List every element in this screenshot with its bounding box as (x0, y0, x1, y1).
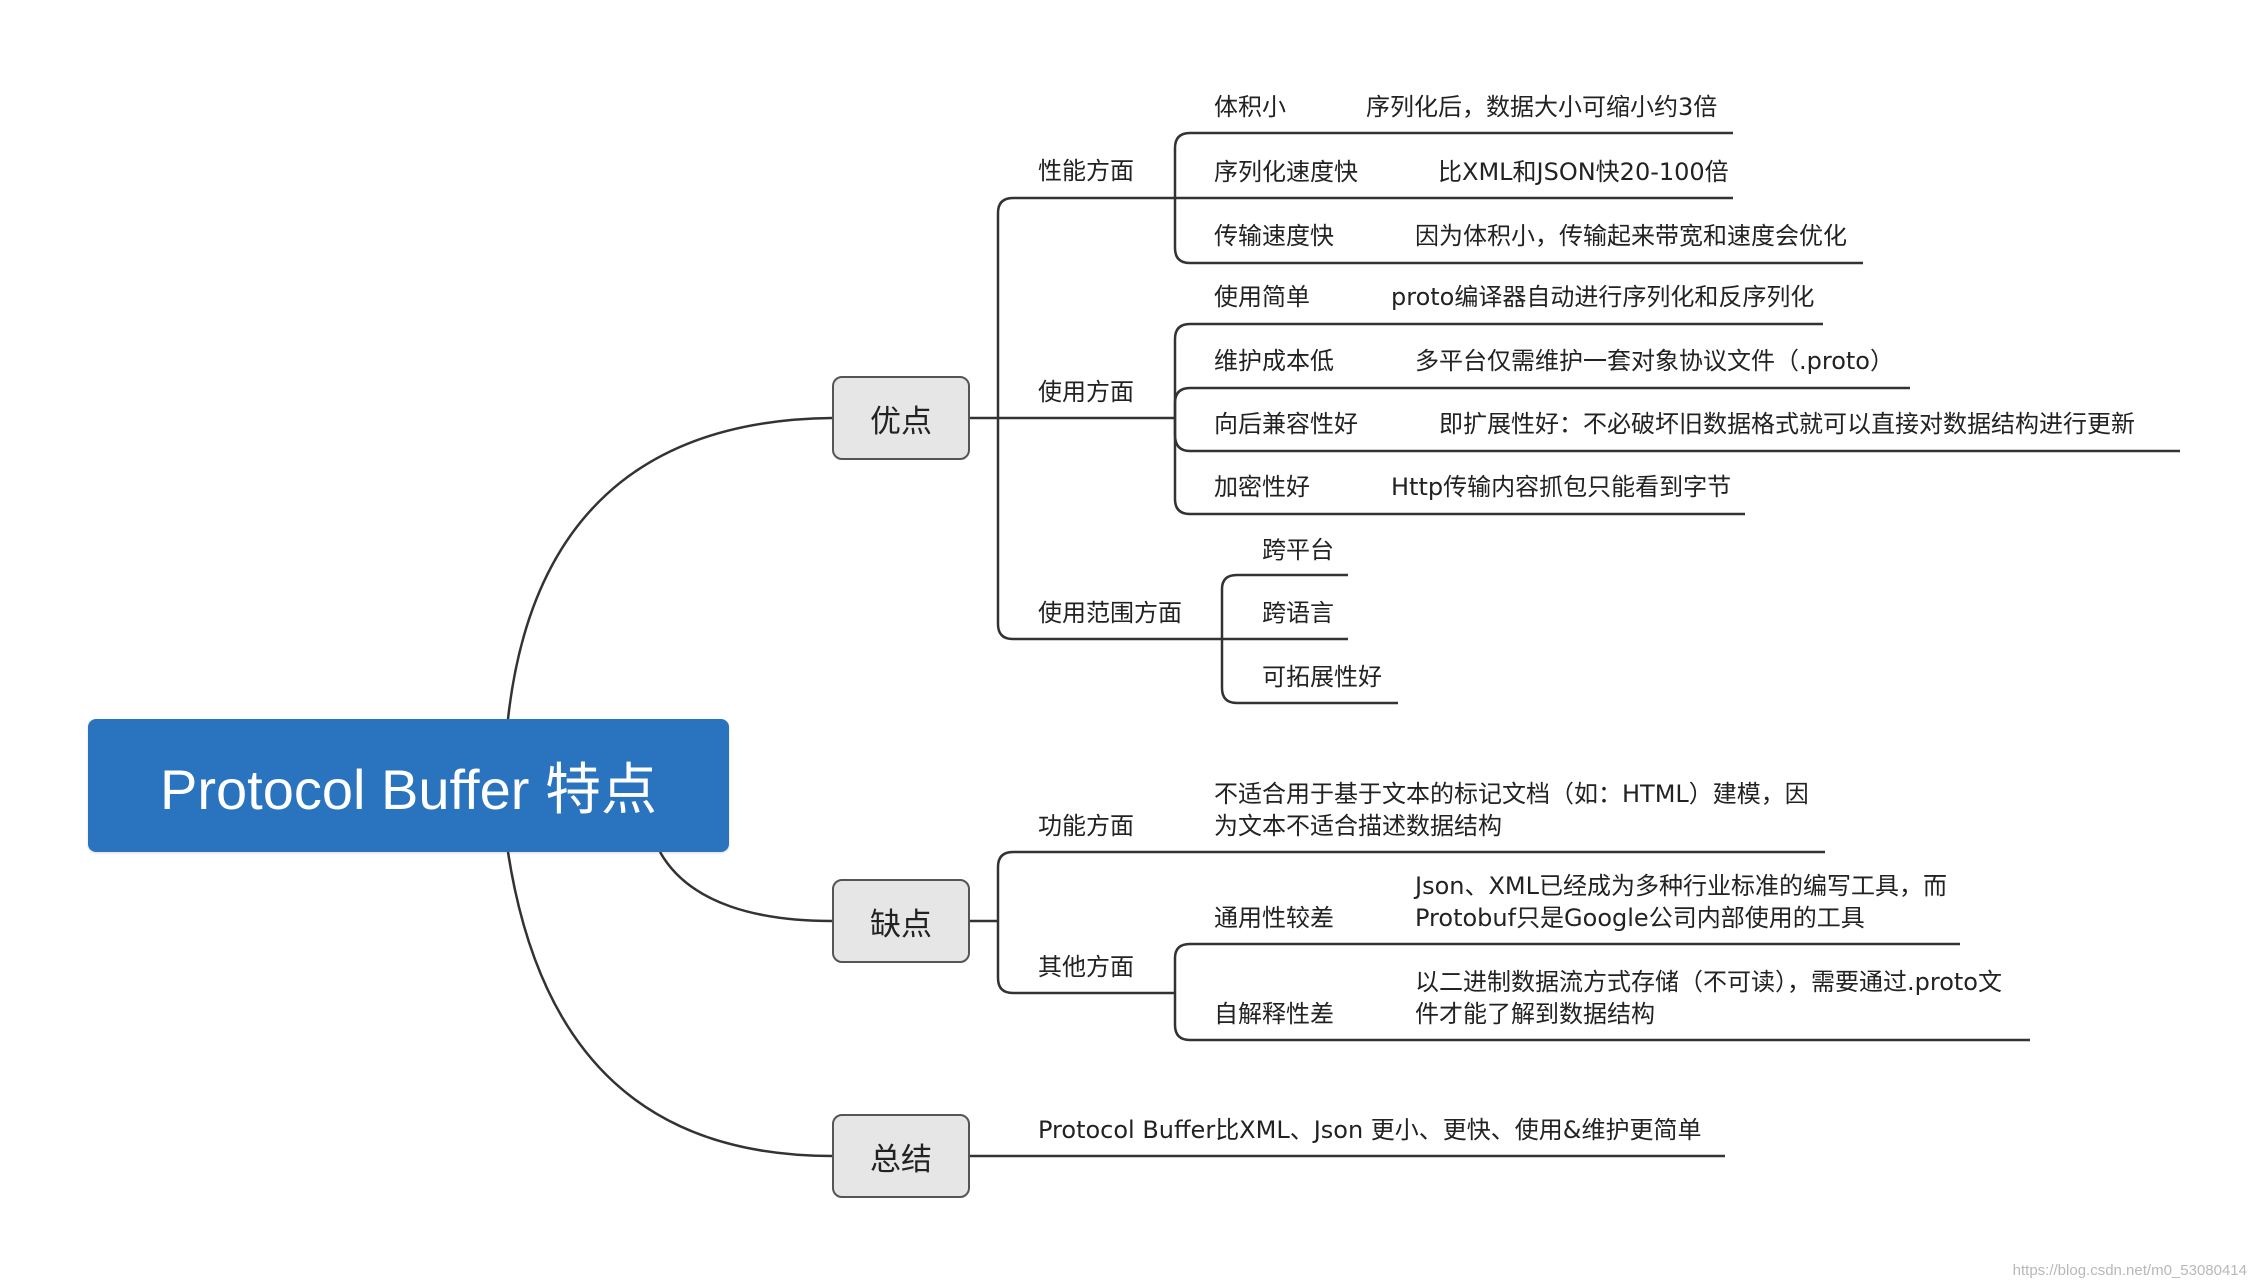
perf-item-label[interactable]: 序列化速度快 (1214, 158, 1358, 186)
connector-scope-3 (1220, 639, 1398, 705)
usage-item-label[interactable]: 向后兼容性好 (1214, 410, 1358, 438)
connector-pros-performance (996, 196, 1175, 418)
usage-topic[interactable]: 使用方面 (1038, 378, 1134, 406)
perf-item-detail[interactable]: 比XML和JSON快20-100倍 (1438, 158, 1729, 186)
cons-node[interactable]: 缺点 (832, 879, 970, 963)
pros-node[interactable]: 优点 (832, 376, 970, 460)
connector-cons-other (996, 921, 1175, 995)
function-detail-line[interactable]: 为文本不适合描述数据结构 (1214, 812, 1502, 840)
root-topic[interactable]: Protocol Buffer 特点 (88, 719, 729, 852)
perf-item-detail[interactable]: 序列化后，数据大小可缩小约3倍 (1366, 93, 1718, 121)
other-item-detail-line[interactable]: Protobuf只是Google公司内部使用的工具 (1415, 904, 1865, 932)
function-topic[interactable]: 功能方面 (1038, 812, 1134, 840)
connector-usage-4 (1173, 418, 1745, 516)
connector-usage-2 (1173, 386, 1910, 418)
usage-item-detail[interactable]: 多平台仅需维护一套对象协议文件（.proto） (1415, 347, 1894, 375)
other-item-detail-line[interactable]: 件才能了解到数据结构 (1415, 1000, 1655, 1028)
connector-cons-function (996, 850, 1825, 921)
other-item-label[interactable]: 自解释性差 (1214, 1000, 1334, 1028)
connector-root-summary (506, 851, 833, 1158)
other-topic[interactable]: 其他方面 (1038, 953, 1134, 981)
other-item-detail-line[interactable]: Json、XML已经成为多种行业标准的编写工具，而 (1415, 872, 1947, 900)
connector-scope-1 (1220, 573, 1348, 639)
connector-perf-1 (1173, 131, 1733, 198)
connector-other-1 (1173, 942, 1960, 993)
function-detail-line[interactable]: 不适合用于基于文本的标记文档（如：HTML）建模，因 (1214, 780, 1809, 808)
usage-item-detail[interactable]: Http传输内容抓包只能看到字节 (1391, 473, 1732, 501)
connector-perf-3 (1173, 198, 1863, 265)
perf-item-label[interactable]: 传输速度快 (1214, 222, 1334, 250)
scope-topic[interactable]: 使用范围方面 (1038, 599, 1182, 627)
performance-topic[interactable]: 性能方面 (1038, 157, 1134, 185)
other-item-detail-line[interactable]: 以二进制数据流方式存储（不可读），需要通过.proto文 (1415, 968, 2002, 996)
watermark: https://blog.csdn.net/m0_53080414 (2012, 1262, 2247, 1279)
connector-usage-1 (1173, 322, 1823, 418)
usage-item-label[interactable]: 维护成本低 (1214, 347, 1334, 375)
summary-node[interactable]: 总结 (832, 1114, 970, 1198)
connector-root-cons (658, 851, 833, 923)
usage-item-label[interactable]: 加密性好 (1214, 473, 1310, 501)
scope-item[interactable]: 跨平台 (1262, 536, 1334, 564)
usage-item-detail[interactable]: proto编译器自动进行序列化和反序列化 (1391, 283, 1815, 311)
perf-item-label[interactable]: 体积小 (1214, 93, 1286, 121)
other-item-label[interactable]: 通用性较差 (1214, 904, 1334, 932)
connector-pros-scope (996, 418, 1222, 641)
perf-item-detail[interactable]: 因为体积小，传输起来带宽和速度会优化 (1415, 222, 1847, 250)
connector-other-2 (1173, 993, 2030, 1042)
connector-root-pros (506, 416, 833, 720)
usage-item-detail[interactable]: 即扩展性好：不必破坏旧数据格式就可以直接对数据结构进行更新 (1439, 410, 2135, 438)
scope-item[interactable]: 跨语言 (1262, 599, 1334, 627)
summary-text[interactable]: Protocol Buffer比XML、Json 更小、更快、使用&维护更简单 (1038, 1116, 1702, 1144)
scope-item[interactable]: 可拓展性好 (1262, 663, 1382, 691)
usage-item-label[interactable]: 使用简单 (1214, 283, 1310, 311)
